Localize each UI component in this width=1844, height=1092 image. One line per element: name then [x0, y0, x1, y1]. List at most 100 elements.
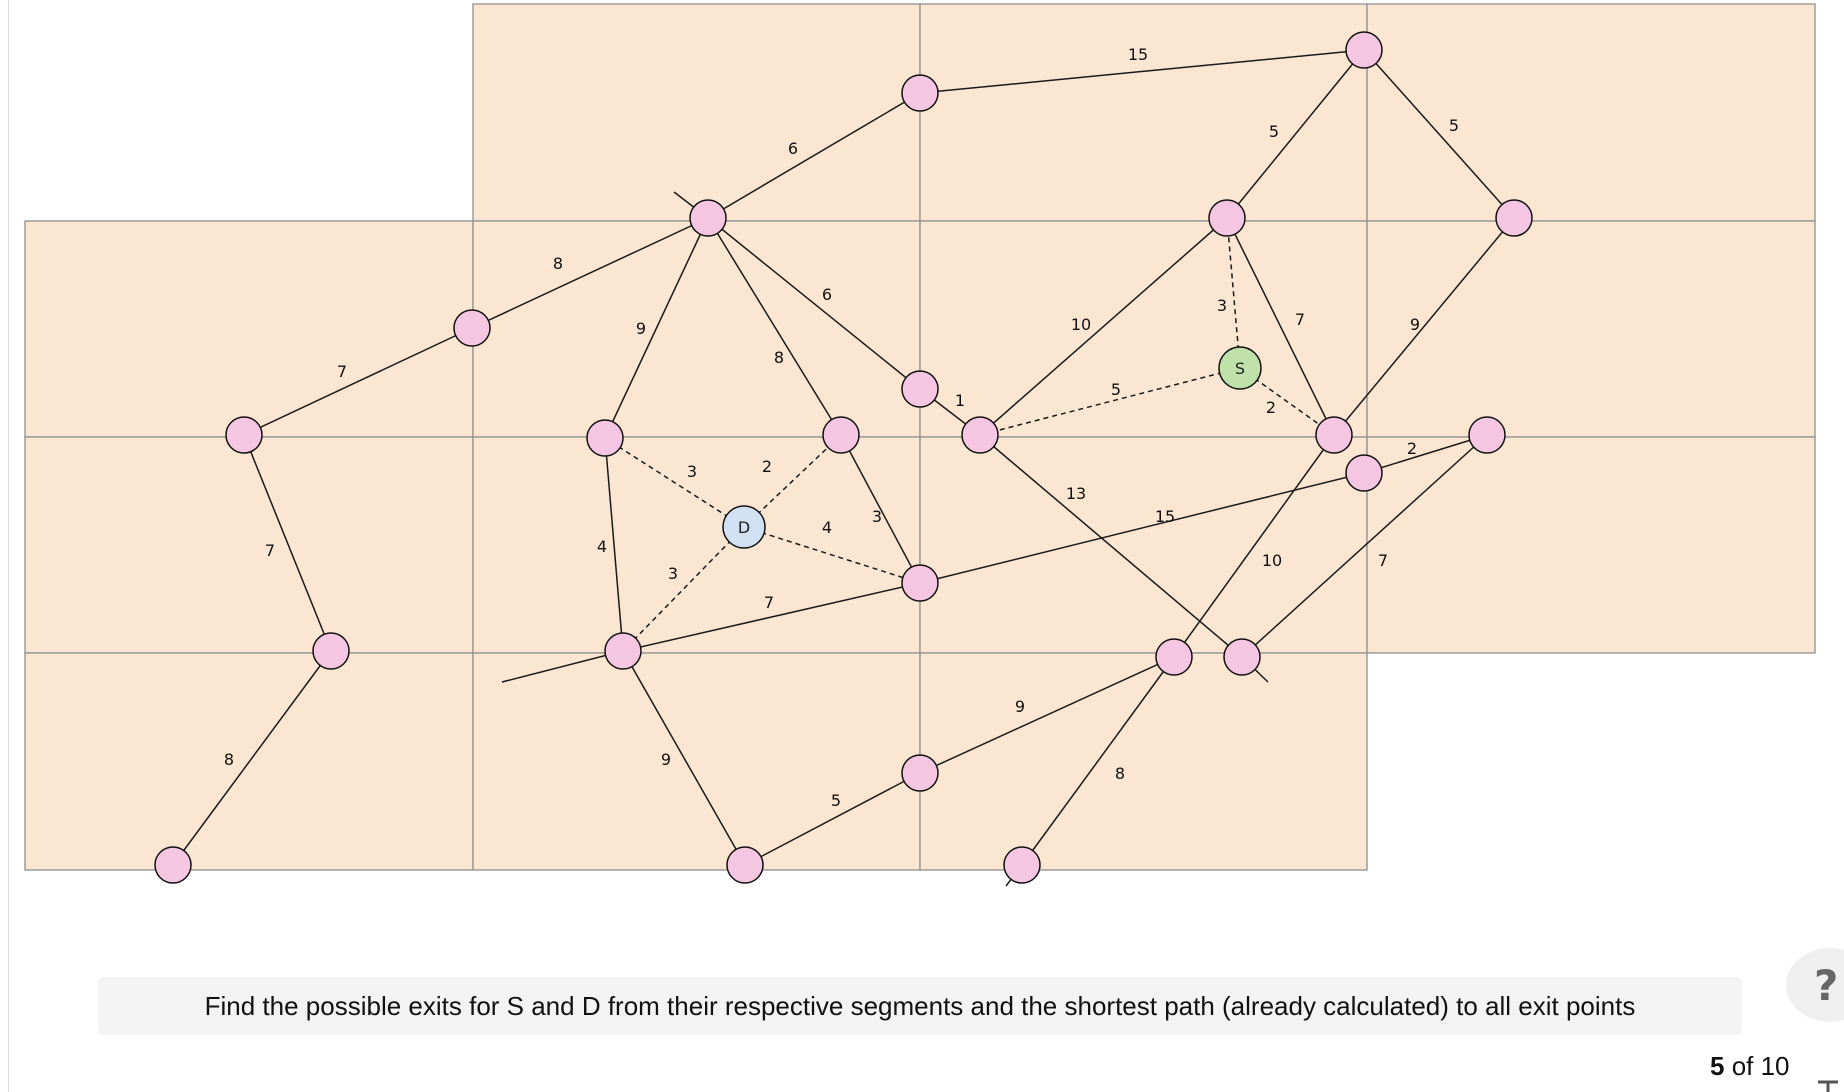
grid-cell	[1366, 3, 1816, 222]
grid-cell	[919, 436, 1368, 654]
connector-edge	[622, 526, 745, 652]
instruction-text: Find the possible exits for S and D from…	[204, 990, 1636, 1021]
edge-weight-label: 9	[1015, 697, 1025, 716]
grid-cell	[472, 652, 921, 871]
edge	[622, 650, 746, 866]
edge-weight-label: 15	[1155, 507, 1175, 526]
help-button[interactable]: ?	[1786, 948, 1844, 1022]
edge	[243, 327, 473, 436]
edge-weight-label: 8	[224, 750, 234, 769]
edge	[744, 772, 921, 866]
grid-cell	[24, 220, 474, 438]
edge-weight-label: 3	[1217, 296, 1227, 315]
edge	[1021, 656, 1175, 866]
edge-weight-label: 9	[1410, 315, 1420, 334]
edge	[243, 434, 332, 652]
nodes: SD	[154, 31, 1533, 884]
edge	[604, 217, 709, 439]
edge-weight-label: 8	[774, 348, 784, 367]
node	[689, 199, 727, 237]
node	[225, 416, 263, 454]
edge	[1363, 434, 1488, 474]
grid-cells	[24, 3, 1816, 871]
connector-edge	[743, 526, 921, 584]
edge-weight-label: 9	[661, 750, 671, 769]
edge-weight-label: 10	[1071, 315, 1091, 334]
edge	[1363, 49, 1515, 219]
node	[1495, 199, 1533, 237]
edge-weight-label: 7	[265, 541, 275, 560]
edge-weight-label: 3	[872, 507, 882, 526]
edge-weight-label: 7	[1295, 310, 1305, 329]
page-total: of 10	[1724, 1051, 1790, 1081]
edge	[471, 217, 709, 329]
destination-node-label: D	[738, 518, 750, 537]
edge-weight-label: 6	[822, 285, 832, 304]
edge-weight-label: 15	[1128, 45, 1148, 64]
edge	[604, 437, 624, 652]
edge-weight-label: 3	[687, 462, 697, 481]
edge-weight-label: 2	[1407, 439, 1417, 458]
node	[1155, 638, 1193, 676]
edge	[979, 434, 1243, 658]
edge	[707, 92, 921, 219]
edge	[1241, 434, 1488, 658]
destination-node	[722, 505, 766, 549]
node	[901, 74, 939, 112]
page-indicator: 5 of 10	[1710, 1051, 1844, 1087]
edge	[1173, 434, 1335, 658]
grid-cell	[1366, 436, 1816, 654]
grid-cell	[919, 220, 1368, 438]
question-mark-icon: ?	[1814, 960, 1839, 1010]
node	[1208, 199, 1246, 237]
edge-weight-label: 2	[1266, 398, 1276, 417]
node	[1003, 846, 1041, 884]
node	[1223, 638, 1261, 676]
edge	[1333, 217, 1515, 436]
node	[1315, 416, 1353, 454]
connector-edge	[743, 434, 842, 528]
edge-weight-label: 5	[1269, 122, 1279, 141]
edge	[919, 656, 1175, 774]
edge	[172, 650, 332, 866]
page-left-border	[8, 0, 9, 1092]
edge-weight-label: 5	[831, 791, 841, 810]
edge-weight-label: 9	[636, 319, 646, 338]
node	[154, 846, 192, 884]
node	[1468, 416, 1506, 454]
node	[961, 416, 999, 454]
edge-weight-label: 8	[1115, 764, 1125, 783]
grid-cell	[472, 436, 921, 654]
edge	[707, 217, 842, 436]
grid-cell	[919, 3, 1368, 222]
node	[604, 632, 642, 670]
edge-weight-label: 4	[597, 537, 607, 556]
instruction-caption: Find the possible exits for S and D from…	[98, 977, 1742, 1035]
edge-weight-label: 7	[337, 362, 347, 381]
grid-cell	[24, 436, 474, 654]
edge	[979, 217, 1228, 436]
edge	[1226, 217, 1335, 436]
text-size-icon[interactable]	[1812, 1072, 1844, 1092]
page-current: 5	[1710, 1051, 1725, 1081]
edge-weight-label: 1	[955, 391, 965, 410]
edge-weight-label: 7	[764, 593, 774, 612]
node	[1345, 454, 1383, 492]
node	[586, 419, 624, 457]
grid-cell	[472, 220, 921, 438]
edge	[622, 582, 921, 652]
edge-weight-label: 3	[668, 564, 678, 583]
edge-weight-label: 5	[1111, 380, 1121, 399]
edge	[840, 434, 921, 584]
node	[901, 370, 939, 408]
edge-weight-label: 5	[1449, 116, 1459, 135]
node	[312, 632, 350, 670]
node	[726, 846, 764, 884]
source-node	[1218, 346, 1262, 390]
edge-weight-label: 8	[553, 254, 563, 273]
edge	[1226, 49, 1365, 219]
edge-stub	[501, 650, 624, 683]
grid-cell	[1366, 220, 1816, 438]
source-node-label: S	[1235, 359, 1245, 378]
